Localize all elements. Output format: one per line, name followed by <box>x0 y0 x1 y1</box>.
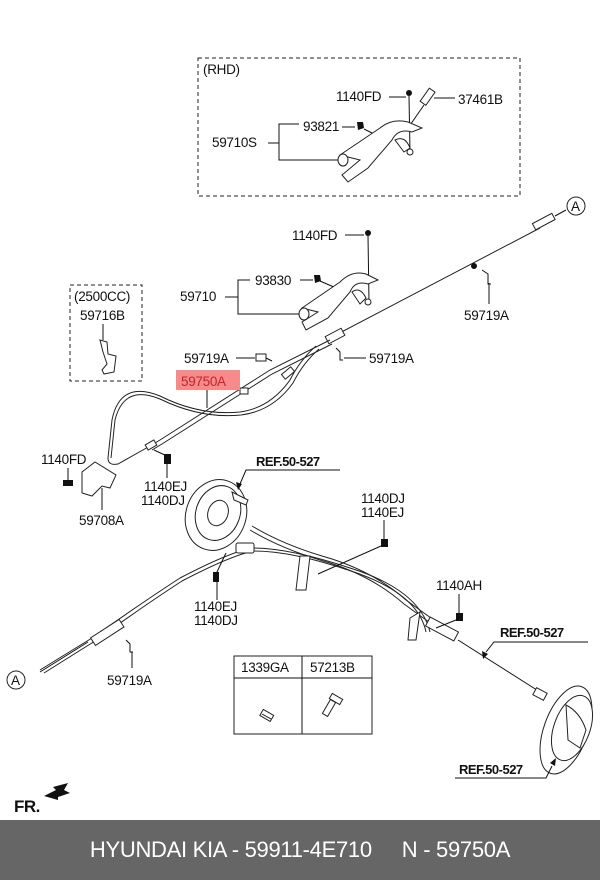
highlighted-part-59750a[interactable]: 59750A <box>176 370 240 408</box>
ref-label[interactable]: REF.50-527 <box>500 625 564 640</box>
label-1140fd-bracket[interactable]: 1140FD <box>41 452 87 467</box>
bolt-icon <box>321 692 344 718</box>
bolt-icon <box>63 480 73 486</box>
ref-right: REF.50-527 <box>482 625 588 659</box>
label-59719a[interactable]: 59719A <box>369 351 414 366</box>
label-1140ej-left[interactable]: 1140EJ <box>144 479 187 494</box>
bolts-left-pair: 1140EJ 1140DJ <box>141 449 187 508</box>
label-37461b[interactable]: 37461B <box>458 92 503 107</box>
clip-59719a-mid-left: 59719A <box>184 351 273 366</box>
bolts-center-pair: 1140EJ 1140DJ <box>194 572 238 628</box>
footer-bar: HYUNDAI KIA - 59911-4E710 N - 59750A <box>0 820 600 880</box>
svg-text:A: A <box>571 199 580 214</box>
rhd-box-border <box>197 57 521 197</box>
label-59708a[interactable]: 59708A <box>79 513 124 528</box>
clip-59719a-lower-left: 59719A <box>107 639 152 688</box>
label-59719a[interactable]: 59719A <box>464 308 509 323</box>
connector-a-upper[interactable]: A <box>566 196 586 216</box>
lever-group: 1140FD 93830 59710 <box>180 228 380 331</box>
front-arrow-icon <box>44 783 70 800</box>
ref-upper: REF.50-527 <box>236 454 340 490</box>
parking-lever-icon <box>298 272 380 331</box>
engine-2500cc-box: (2500CC) 59716B <box>69 284 143 382</box>
clip-icon <box>314 275 337 289</box>
bolt-icon <box>365 230 371 303</box>
bracket-group: 1140FD 59708A <box>41 452 124 528</box>
connector-a-lower[interactable]: A <box>6 670 26 690</box>
bolt-icon <box>456 613 463 621</box>
label-1140dj-right[interactable]: 1140DJ <box>361 491 405 506</box>
clip-icon <box>255 353 267 362</box>
label-59719a[interactable]: 59719A <box>107 673 152 688</box>
svg-text:A: A <box>11 673 20 688</box>
rear-cables <box>107 339 333 465</box>
bracket-icon <box>81 461 117 497</box>
engine-box-border <box>69 284 143 382</box>
bracket-icon <box>99 339 117 375</box>
bolt-icon <box>164 454 171 464</box>
rhd-box: (RHD) 1140FD 37461B 93821 59710S <box>197 57 521 197</box>
label-1140fd-lever[interactable]: 1140FD <box>292 228 338 243</box>
brake-backing-plate-right <box>532 685 594 775</box>
ref-lower: REF.50-527 <box>455 758 556 779</box>
engine-box-title: (2500CC) <box>74 289 130 304</box>
label-59719a[interactable]: 59719A <box>184 351 229 366</box>
front-cable: A <box>324 196 586 345</box>
bolts-right-pair: 1140DJ 1140EJ <box>317 491 405 575</box>
switch-icon <box>407 87 436 129</box>
clip-nut-icon <box>259 708 275 723</box>
footer-brand-part: HYUNDAI KIA - 59911-4E710 <box>89 837 372 862</box>
label-1140ej-right[interactable]: 1140EJ <box>361 505 404 520</box>
lower-cables <box>39 525 541 693</box>
label-59710[interactable]: 59710 <box>180 289 216 304</box>
label-59750a[interactable]: 59750A <box>181 374 226 389</box>
label-1140fd-rhd[interactable]: 1140FD <box>336 89 382 104</box>
front-label: FR. <box>14 797 40 816</box>
label-93821[interactable]: 93821 <box>303 119 339 134</box>
highlight-box <box>176 370 240 390</box>
footer-part-number: N - 59750A <box>401 837 511 862</box>
table-header-1339ga[interactable]: 1339GA <box>241 660 289 675</box>
parking-lever-rhd-icon <box>337 120 424 183</box>
label-93830[interactable]: 93830 <box>255 273 291 288</box>
bolt-icon <box>381 539 388 547</box>
bolt-icon <box>213 572 219 582</box>
label-59716b[interactable]: 59716B <box>80 308 125 323</box>
ref-label[interactable]: REF.50-527 <box>256 454 320 469</box>
label-1140ej-center[interactable]: 1140EJ <box>194 599 237 614</box>
ref-label[interactable]: REF.50-527 <box>459 762 523 777</box>
clip-59719a-upper-right: 59719A <box>464 269 509 323</box>
brake-drum-left <box>184 479 249 551</box>
label-1140ah[interactable]: 1140AH <box>436 578 482 593</box>
rhd-title: (RHD) <box>203 62 240 77</box>
label-1140dj-center[interactable]: 1140DJ <box>194 613 238 628</box>
table-header-57213b[interactable]: 57213B <box>310 660 355 675</box>
direction-indicator: FR. <box>14 783 70 816</box>
bolt-1140ah: 1140AH <box>435 578 482 629</box>
parts-table: 1339GA 57213B <box>233 655 373 735</box>
clip-59719a-mid-right: 59719A <box>335 347 414 366</box>
label-59710s[interactable]: 59710S <box>212 135 257 150</box>
parking-brake-diagram: (RHD) 1140FD 37461B 93821 59710S <box>6 57 594 816</box>
label-1140dj-left[interactable]: 1140DJ <box>141 493 185 508</box>
